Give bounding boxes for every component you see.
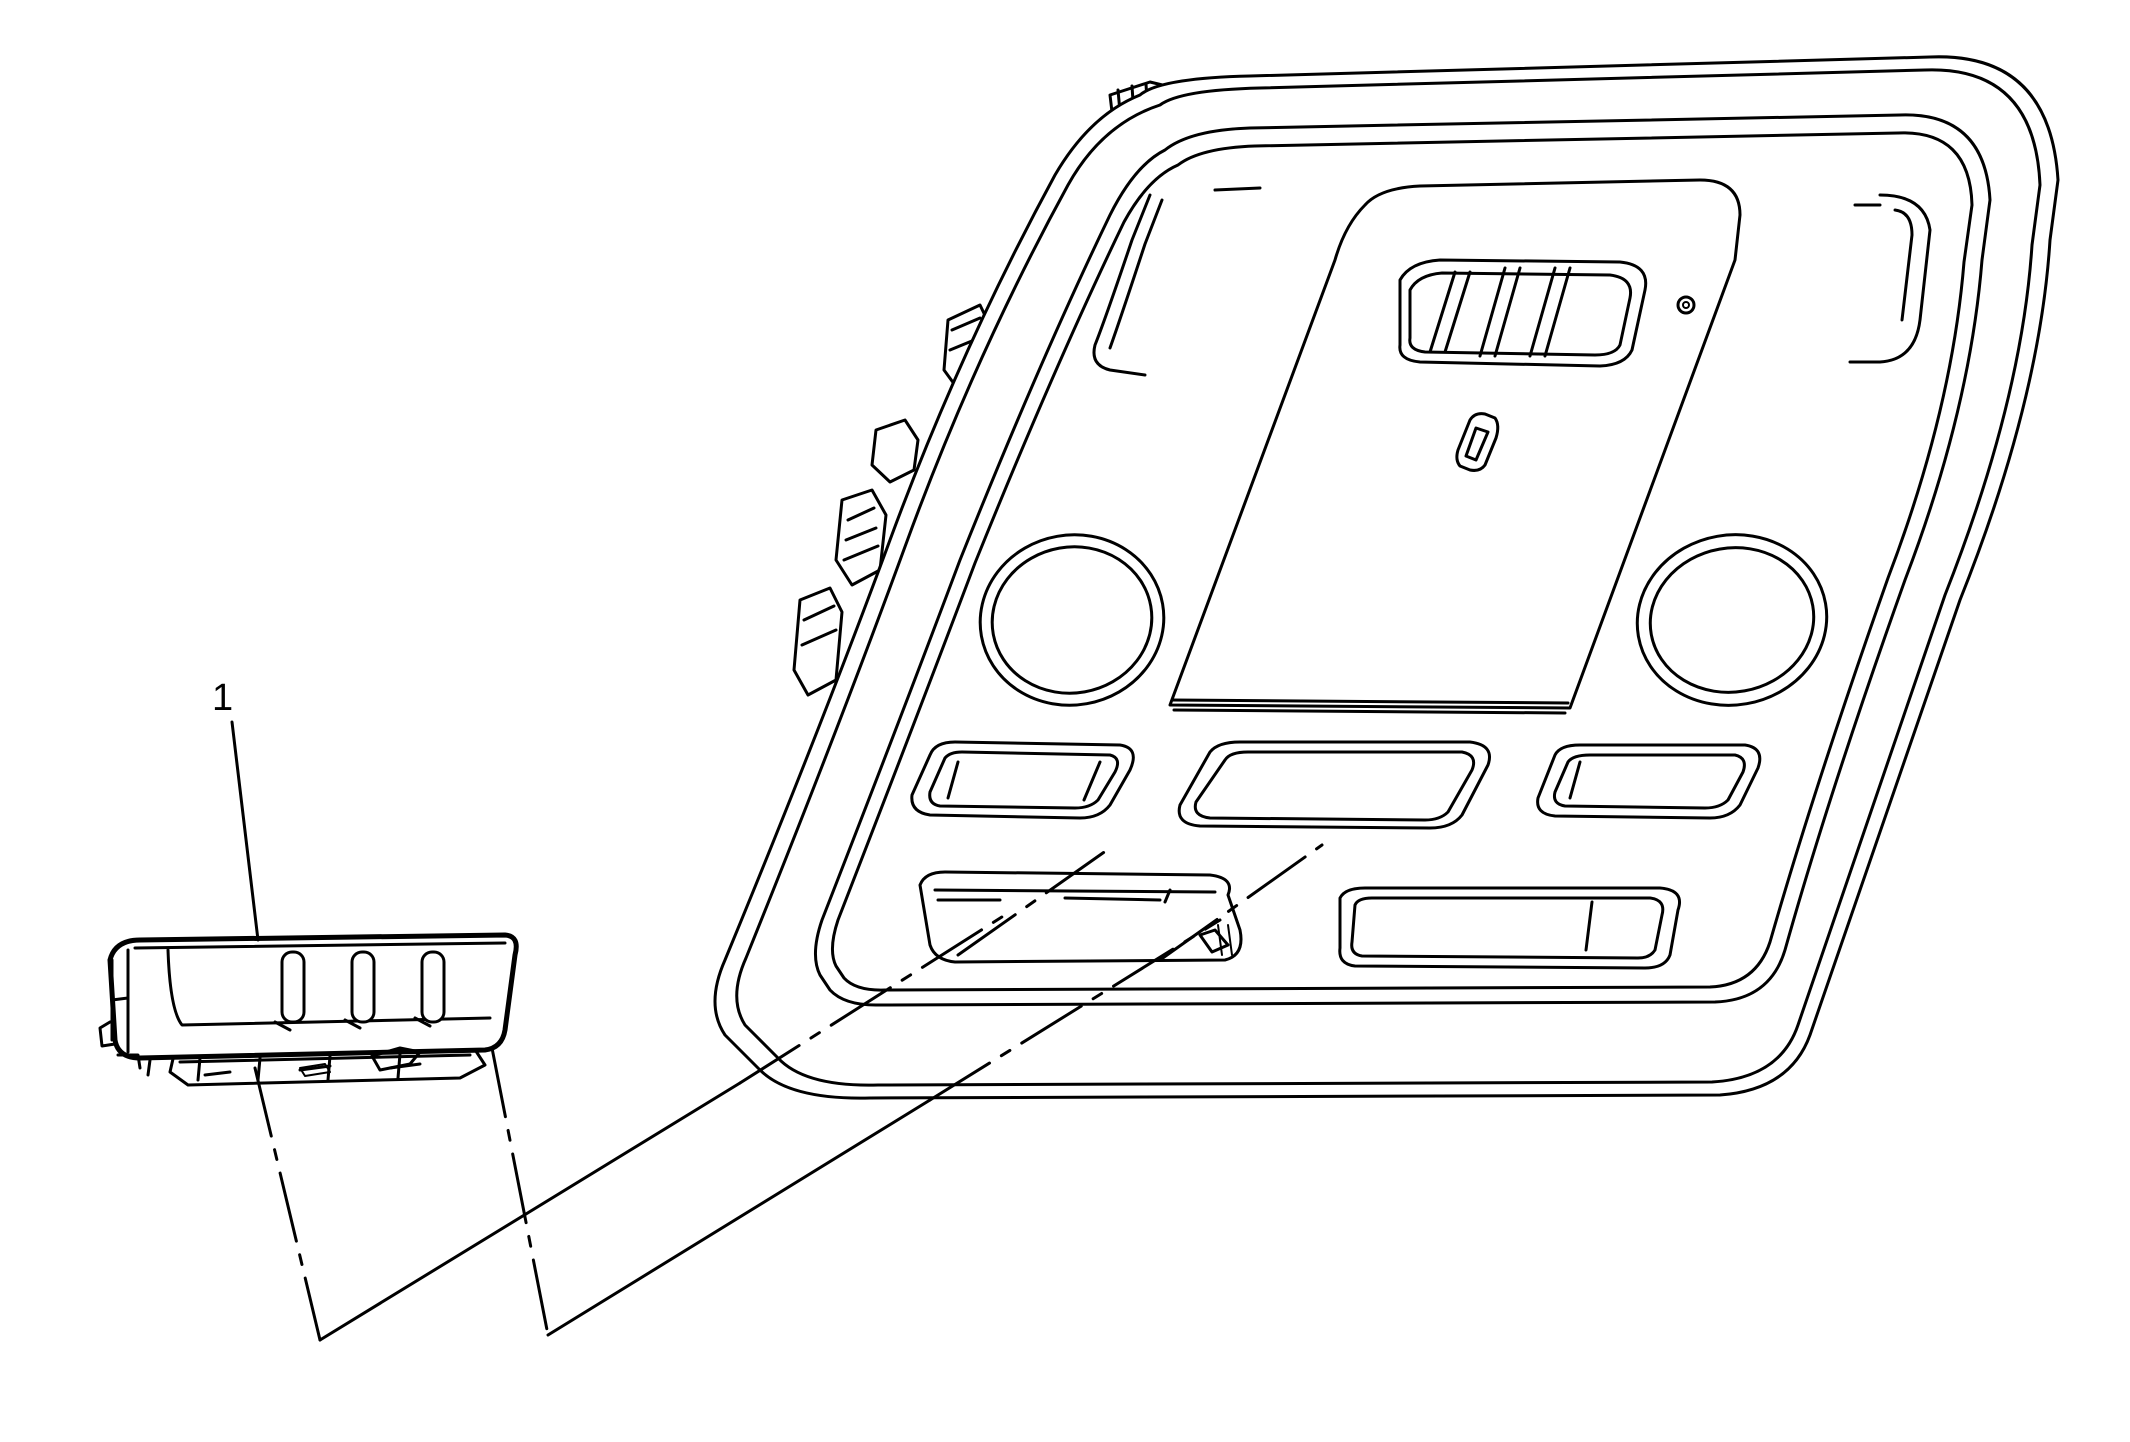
callout-1: 1: [212, 677, 260, 942]
right-reading-lamp: [1635, 533, 1829, 707]
lower-switch-opening-left: [918, 870, 1243, 964]
lower-switch-opening-right: [1338, 886, 1681, 970]
map-light-lens: [1398, 258, 1648, 368]
callout-1-leader: [230, 720, 260, 942]
sensor-dot: [1676, 295, 1696, 315]
alignment-line-console-1: [956, 846, 1112, 957]
switch-buttons: [273, 950, 446, 1032]
overhead-console-assembly: [713, 55, 2060, 1100]
callout-1-label: 1: [212, 677, 233, 719]
left-reading-lamp: [978, 533, 1166, 707]
switch-assembly: [98, 932, 519, 1087]
corner-trim-accents: [1092, 186, 1932, 377]
assembly-alignment-lines: [253, 913, 1222, 1342]
upper-switch-openings: [910, 740, 1762, 830]
